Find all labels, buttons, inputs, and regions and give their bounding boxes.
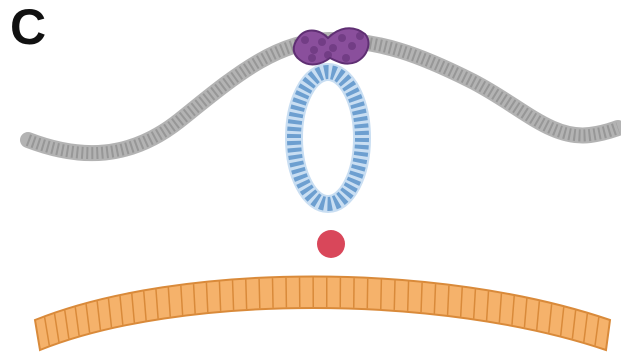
beaded-ring-icon <box>294 72 362 204</box>
cap-blob <box>301 36 309 44</box>
cap-blob <box>310 46 318 54</box>
cap-blob <box>356 32 364 40</box>
cap-blob <box>329 44 337 52</box>
cap-blob <box>318 38 326 46</box>
red-dot-icon <box>317 230 345 258</box>
band-segment <box>233 280 234 309</box>
band-segment <box>381 280 382 309</box>
curved-band-icon <box>35 277 610 351</box>
cap-blob <box>324 51 332 59</box>
band-segment <box>421 283 422 312</box>
cap-blob <box>342 54 350 62</box>
cap-blob <box>308 54 316 62</box>
band-segment <box>394 280 395 309</box>
band-segment <box>272 278 273 307</box>
band-segment <box>246 280 247 309</box>
cap-blob <box>348 42 356 50</box>
band-segment <box>259 279 260 308</box>
cap-blob <box>338 34 346 42</box>
band-segment <box>408 282 409 311</box>
